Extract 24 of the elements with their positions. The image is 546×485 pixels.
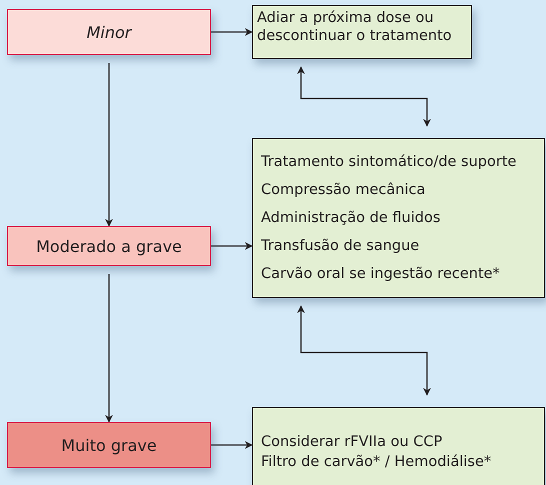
action-text: Compressão mecânica — [261, 180, 426, 199]
action-text: Carvão oral se ingestão recente* — [261, 265, 501, 284]
action-text: Tratamento sintomático/de suporte — [261, 152, 518, 171]
severity-label: Moderado a grave — [36, 236, 182, 256]
severity-box — [7, 226, 211, 266]
action-text: Adiar a próxima dose ou descontinuar o tratamento — [257, 9, 453, 46]
arrow — [211, 28, 253, 36]
action-text: Filtro de carvão* / Hemodiálise* — [261, 453, 492, 472]
severity-label: Muito grave — [61, 436, 157, 454]
action-box — [252, 407, 545, 485]
arrow — [297, 66, 431, 127]
action-box — [252, 138, 545, 298]
arrow — [211, 242, 253, 250]
action-text: Considerar rFVIIa ou CCP — [261, 432, 444, 451]
severity-box — [7, 422, 211, 468]
arrow — [297, 305, 431, 396]
arrow — [105, 274, 113, 423]
severity-label: Minor — [86, 22, 132, 42]
arrow — [211, 441, 253, 449]
action-text: Transfusão de sangue — [261, 237, 420, 256]
arrow — [105, 63, 113, 227]
action-box — [252, 5, 472, 59]
severity-box — [7, 9, 211, 55]
action-text: Administração de fluidos — [261, 208, 442, 228]
